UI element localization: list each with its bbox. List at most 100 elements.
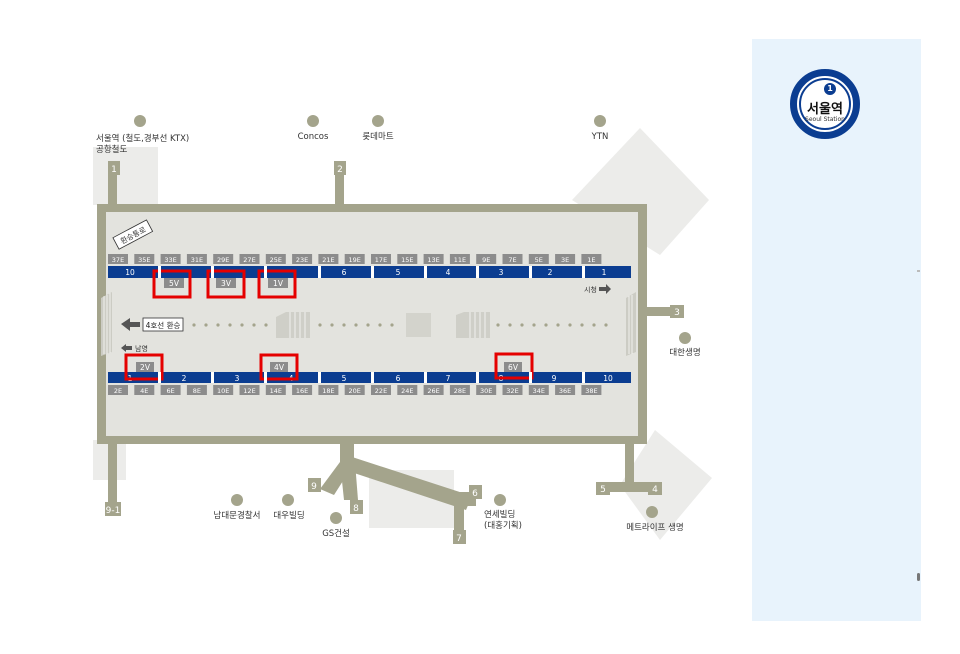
svg-text:11E: 11E [454,256,466,264]
station-badge: 1 서울역 Seoul Station [790,69,860,139]
elevator-2v: 2V [136,362,154,372]
door-label: 31E [186,254,207,264]
highlight-4v [259,353,299,381]
direction-sicheong: 시청 [584,284,611,294]
car-number: 5 [396,268,401,277]
svg-text:1: 1 [111,165,117,175]
svg-text:37E: 37E [112,256,124,264]
door-label: 27E [239,254,260,264]
svg-text:7: 7 [456,534,462,544]
door-label: 2E [108,385,128,395]
car-number: 4 [446,268,451,277]
door-label: 32E [502,385,523,395]
svg-text:5: 5 [600,485,606,495]
exit-6: 6 [469,485,482,499]
svg-text:9-1: 9-1 [106,506,121,516]
transfer-line4-sign: 4호선 환승 [121,317,184,332]
car-number: 2 [548,268,553,277]
edge-mark [917,573,920,581]
elevators: 5V 3V 1V 2V 4V 6V [136,278,522,372]
door-label: 10E [213,385,234,395]
svg-text:29E: 29E [217,256,229,264]
svg-text:35E: 35E [138,256,150,264]
door-label: 36E [555,385,576,395]
door-label: 3E [555,254,576,264]
elevator-4v: 4V [270,362,288,372]
svg-text:38E: 38E [585,387,597,395]
svg-text:1V: 1V [273,279,284,288]
svg-text:3E: 3E [561,256,569,264]
exit-3: 3 [670,305,684,318]
door-label: 16E [292,385,313,395]
car-number: 3 [499,268,504,277]
exit-5: 5 [596,482,610,495]
svg-text:10E: 10E [217,387,229,395]
door-label: 29E [213,254,234,264]
svg-text:2: 2 [337,165,343,175]
landmark-dots [134,115,691,524]
svg-text:32E: 32E [506,387,518,395]
svg-text:3V: 3V [221,279,232,288]
elevator-1v: 1V [268,278,288,288]
door-label: 24E [397,385,418,395]
highlight-2v [124,353,164,381]
exit-8: 8 [350,500,363,514]
center-dotted-line [192,323,608,327]
svg-text:26E: 26E [427,387,439,395]
svg-text:5E: 5E [535,256,543,264]
highlight-6v [494,352,534,380]
door-label: 8E [186,385,207,395]
exit-9-1: 9-1 [105,502,121,516]
door-label: 33E [160,254,181,264]
door-label: 25E [265,254,286,264]
door-label: 34E [528,385,549,395]
svg-text:1E: 1E [587,256,595,264]
car-number: 10 [125,268,135,277]
car-number: 9 [552,374,557,383]
door-label: 17E [371,254,391,264]
exit-7: 7 [453,530,466,544]
highlight-boxes [124,269,534,381]
left-arrow-icon [121,318,140,331]
svg-text:4V: 4V [274,363,285,372]
svg-text:시청: 시청 [584,286,597,294]
door-label: 7E [502,254,523,264]
svg-text:31E: 31E [191,256,203,264]
svg-text:8E: 8E [193,387,201,395]
exit-4: 4 [648,482,662,495]
svg-text:28E: 28E [454,387,466,395]
door-label: 5E [528,254,549,264]
station-name-en: Seoul Station [805,116,845,123]
svg-text:21E: 21E [322,256,334,264]
car-number: 10 [603,374,613,383]
svg-text:4: 4 [652,485,658,495]
car-number: 6 [396,374,401,383]
door-label: 19E [344,254,365,264]
svg-text:25E: 25E [270,256,282,264]
svg-text:12E: 12E [243,387,255,395]
svg-text:27E: 27E [243,256,255,264]
highlight-3v [206,269,246,299]
label-airport-rail: 공항철도 [96,144,127,155]
door-label: 1E [581,254,602,264]
exit-1: 1 [108,161,120,175]
svg-text:22E: 22E [375,387,387,395]
svg-text:3: 3 [674,308,680,318]
car-number: 5 [342,374,347,383]
svg-text:6E: 6E [166,387,174,395]
car-number: 7 [446,374,451,383]
door-label: 28E [449,385,470,395]
direction-namyeong: 남영 [121,344,148,353]
door-label: 11E [449,254,470,264]
exit-9: 9 [308,478,321,492]
svg-text:7E: 7E [508,256,516,264]
door-label: 35E [134,254,155,264]
svg-text:4호선 환승: 4호선 환승 [146,320,181,330]
label-concos: Concos [298,132,329,142]
door-label: 12E [239,385,260,395]
svg-text:30E: 30E [480,387,492,395]
